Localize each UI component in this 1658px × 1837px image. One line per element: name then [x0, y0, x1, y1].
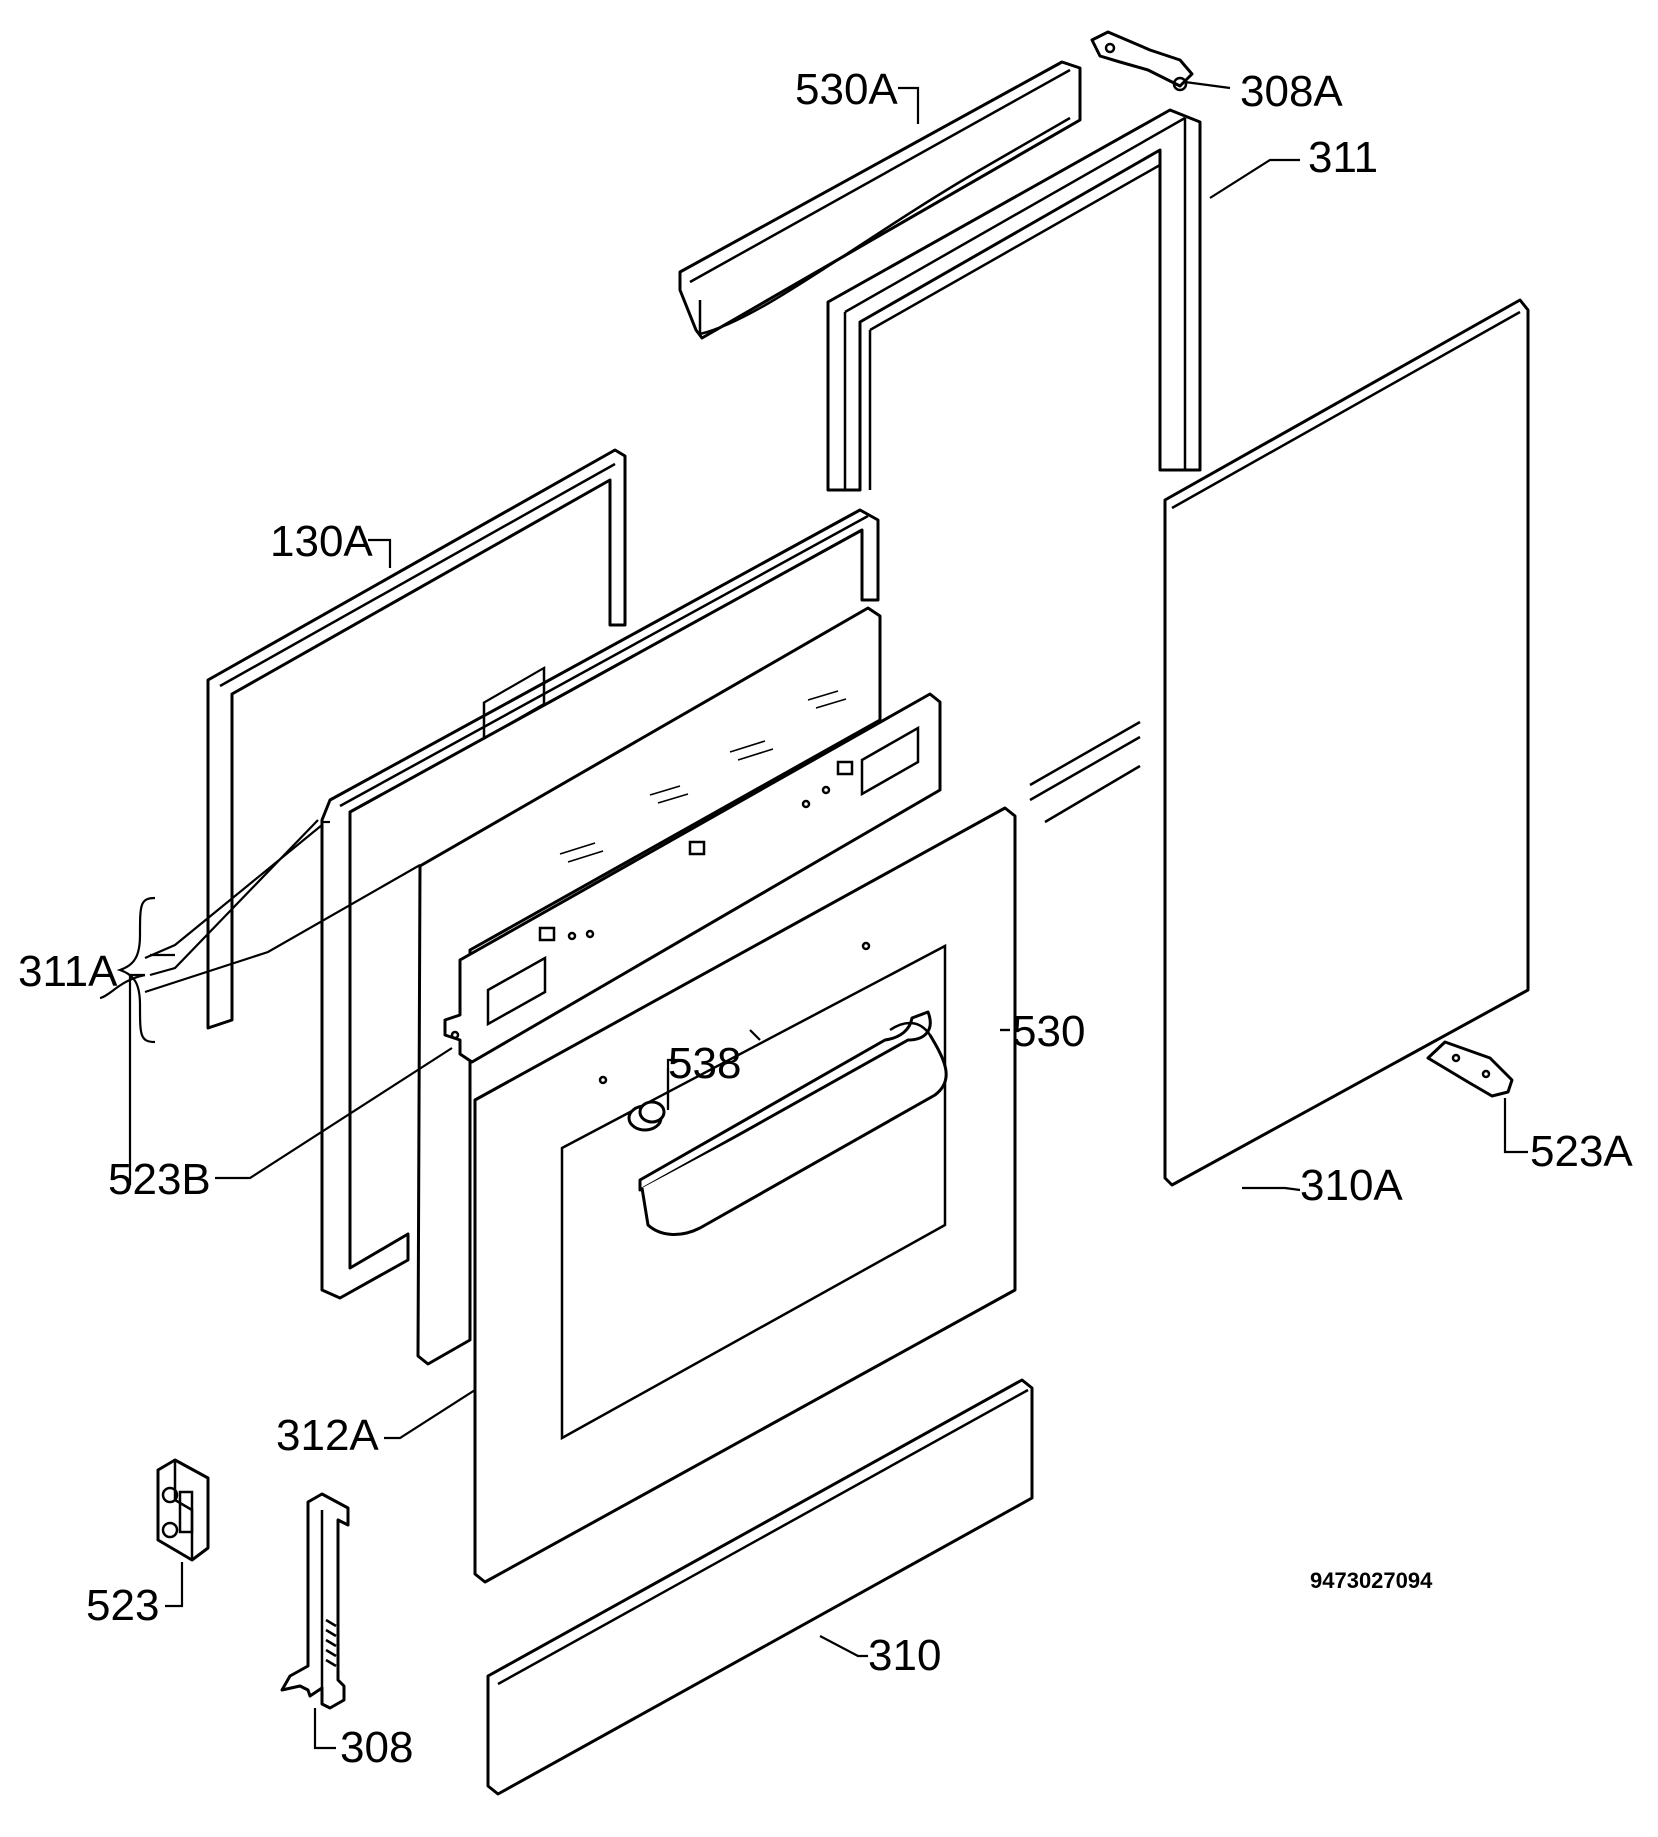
- label-310A: 310A: [1300, 1161, 1403, 1210]
- hinge-308A: [1090, 30, 1194, 92]
- bottom-trim-310: [486, 1378, 1034, 1796]
- hinge-523: [156, 1458, 210, 1562]
- label-311A: 311A: [18, 947, 118, 996]
- gasket-130A: [206, 448, 627, 1030]
- drawing-number: 9473027094: [1310, 1568, 1433, 1593]
- leader-lines: [99, 80, 1528, 1750]
- label-311: 311: [1308, 133, 1378, 182]
- label-523A: 523A: [1530, 1127, 1633, 1176]
- part-labels: 530A 308A 311 130A 311A 523B 538 530 310…: [18, 65, 1633, 1772]
- label-312A: 312A: [276, 1411, 379, 1460]
- handle-530: [638, 1010, 948, 1236]
- label-310: 310: [868, 1631, 941, 1680]
- top-trim-530A: [678, 60, 1082, 340]
- label-308: 308: [340, 1723, 413, 1772]
- knob-538: [627, 1100, 666, 1132]
- label-538: 538: [668, 1039, 741, 1088]
- label-308A: 308A: [1240, 67, 1343, 116]
- frame-continuation-lines: [1029, 720, 1141, 824]
- hinge-523A: [1426, 1040, 1514, 1098]
- label-523: 523: [86, 1581, 159, 1630]
- brace-311A: [116, 896, 156, 1044]
- inner-frame-311: [826, 108, 1202, 492]
- label-130A: 130A: [270, 517, 373, 566]
- label-523B: 523B: [108, 1155, 211, 1204]
- hinge-308: [280, 1492, 350, 1710]
- inner-glass-frame-311A-a: [320, 508, 880, 1300]
- bracket-523B: [443, 665, 942, 1064]
- label-530A: 530A: [795, 65, 898, 114]
- label-530: 530: [1012, 1007, 1085, 1056]
- outer-glass-310A: [1163, 298, 1530, 1187]
